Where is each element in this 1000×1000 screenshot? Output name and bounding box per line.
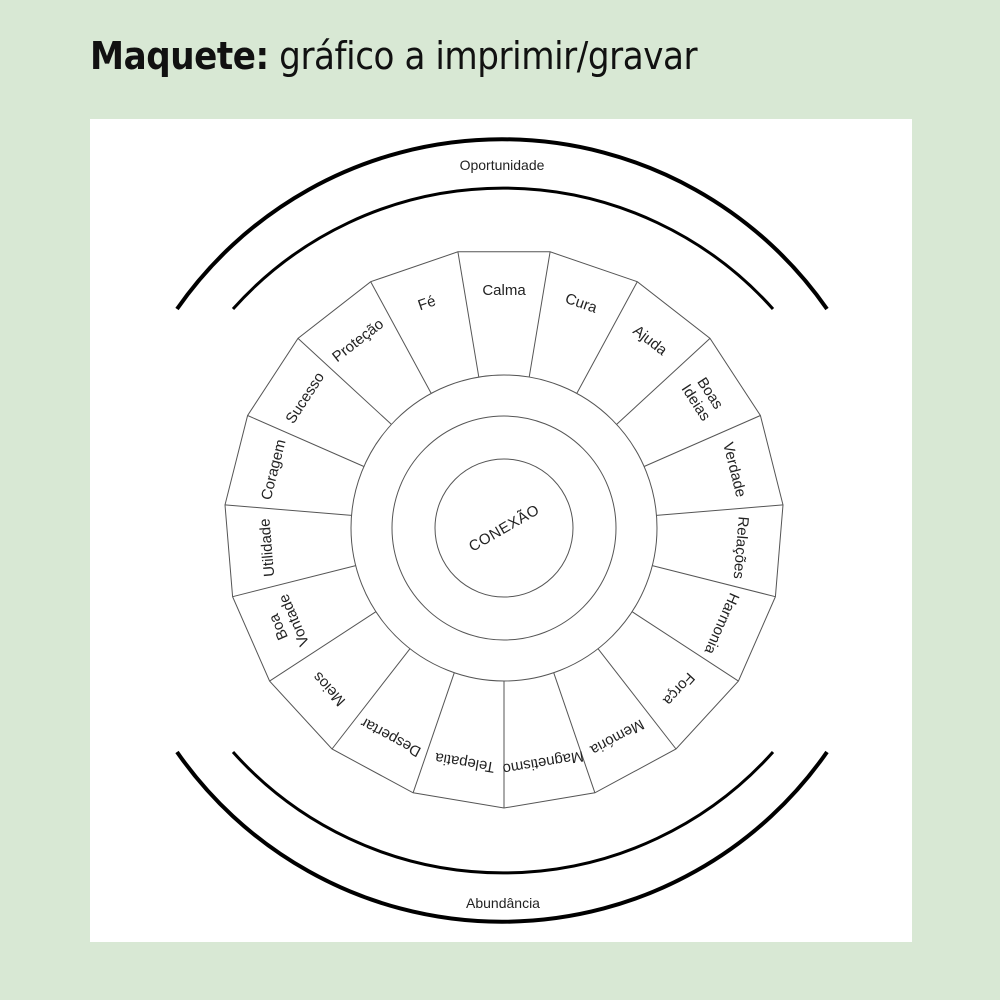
page-title-bold: Maquete: [90, 34, 269, 78]
center-circle [434, 458, 574, 598]
sector-divider [297, 338, 392, 425]
sector-divider [631, 611, 739, 682]
sector-label: Calma [482, 282, 526, 299]
sector-divider [370, 281, 432, 394]
bottom-outer-arc [175, 750, 829, 924]
sector-divider [224, 504, 352, 516]
sector-label-line: Relações [730, 516, 752, 580]
bottom-arc-label: Abundância [466, 895, 540, 911]
sector-divider [232, 565, 356, 598]
top-inner-arc [231, 186, 775, 311]
sector-divider [643, 415, 761, 467]
bottom-inner-arc [231, 750, 775, 875]
sector-label-line: Utilidade [256, 518, 278, 578]
sector-divider [597, 648, 677, 750]
sector-label: Utilidade [256, 518, 278, 578]
sector-divider [412, 672, 455, 793]
sector-divider [576, 281, 638, 394]
sector-divider [528, 251, 551, 378]
inner-ring-middle-circle [391, 415, 617, 641]
top-arc-label: Oportunidade [460, 157, 545, 173]
sector-label-line: Calma [482, 282, 526, 299]
sector-divider [457, 251, 480, 378]
sector-divider [652, 565, 776, 598]
sector-label: Relações [730, 516, 752, 580]
page-title: Maquete: gráfico a imprimir/gravar [90, 34, 698, 78]
inner-ring-outer-circle [350, 374, 658, 682]
sector-divider [616, 338, 711, 425]
sector-divider [269, 611, 377, 682]
page-title-rest: gráfico a imprimir/gravar [268, 34, 698, 78]
sector-divider [656, 504, 784, 516]
sector-divider [331, 648, 411, 750]
top-outer-arc [175, 137, 829, 311]
sector-label-line: Fé [416, 292, 438, 314]
sector-divider [553, 672, 596, 793]
sector-divider [247, 415, 365, 467]
sector-label: Fé [416, 292, 438, 314]
